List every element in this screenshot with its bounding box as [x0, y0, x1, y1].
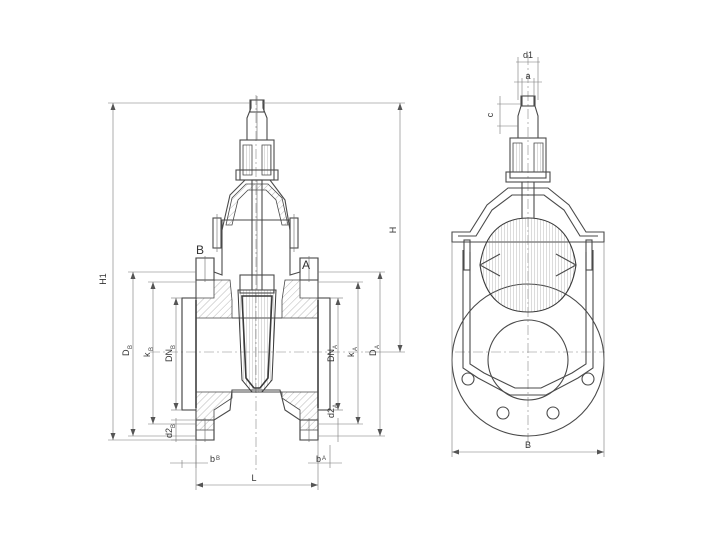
dim-label-da-sub: A	[375, 345, 381, 349]
dim-label-ba: b	[316, 454, 321, 464]
dim-label-l: L	[251, 473, 256, 483]
dim-label-dnb: DN	[164, 349, 174, 362]
section-view	[150, 95, 365, 470]
dim-label-d2b-sub: B	[171, 424, 177, 428]
section-labels: H1 H B A D B k B DN B DN A k A D A d2	[98, 227, 398, 483]
dim-label-dnb-sub: B	[171, 345, 177, 349]
dim-label-bb: b	[210, 454, 215, 464]
dim-label-ka-sub: A	[353, 347, 359, 351]
dim-label-b-width: B	[525, 440, 531, 450]
dim-label-d2a: d2	[326, 408, 336, 418]
flange-label-b: B	[196, 243, 204, 257]
dim-label-dna-sub: A	[333, 345, 339, 349]
side-labels: d1 a c B	[485, 50, 533, 450]
dim-label-c: c	[485, 112, 495, 117]
dim-label-bb-sub: B	[216, 456, 220, 462]
section-dimensions	[108, 102, 405, 490]
dim-label-d2a-sub: A	[333, 404, 339, 408]
dim-label-db-sub: B	[128, 345, 134, 349]
dim-label-kb-sub: B	[149, 347, 155, 351]
dim-label-db: D	[121, 349, 131, 356]
dim-label-dna: DN	[326, 349, 336, 362]
dim-label-ba-sub: A	[322, 456, 326, 462]
dim-label-h: H	[388, 227, 398, 234]
dim-label-d2b: d2	[164, 428, 174, 438]
dim-label-a: a	[525, 71, 530, 81]
dim-label-kb: k	[142, 352, 152, 357]
dim-label-ka: k	[346, 352, 356, 357]
dim-label-d1: d1	[523, 50, 533, 60]
flange-label-a: A	[302, 258, 310, 272]
dim-label-h1: H1	[98, 273, 108, 285]
side-dimensions	[451, 57, 605, 457]
side-view	[451, 55, 605, 450]
dim-label-da: D	[368, 349, 378, 356]
